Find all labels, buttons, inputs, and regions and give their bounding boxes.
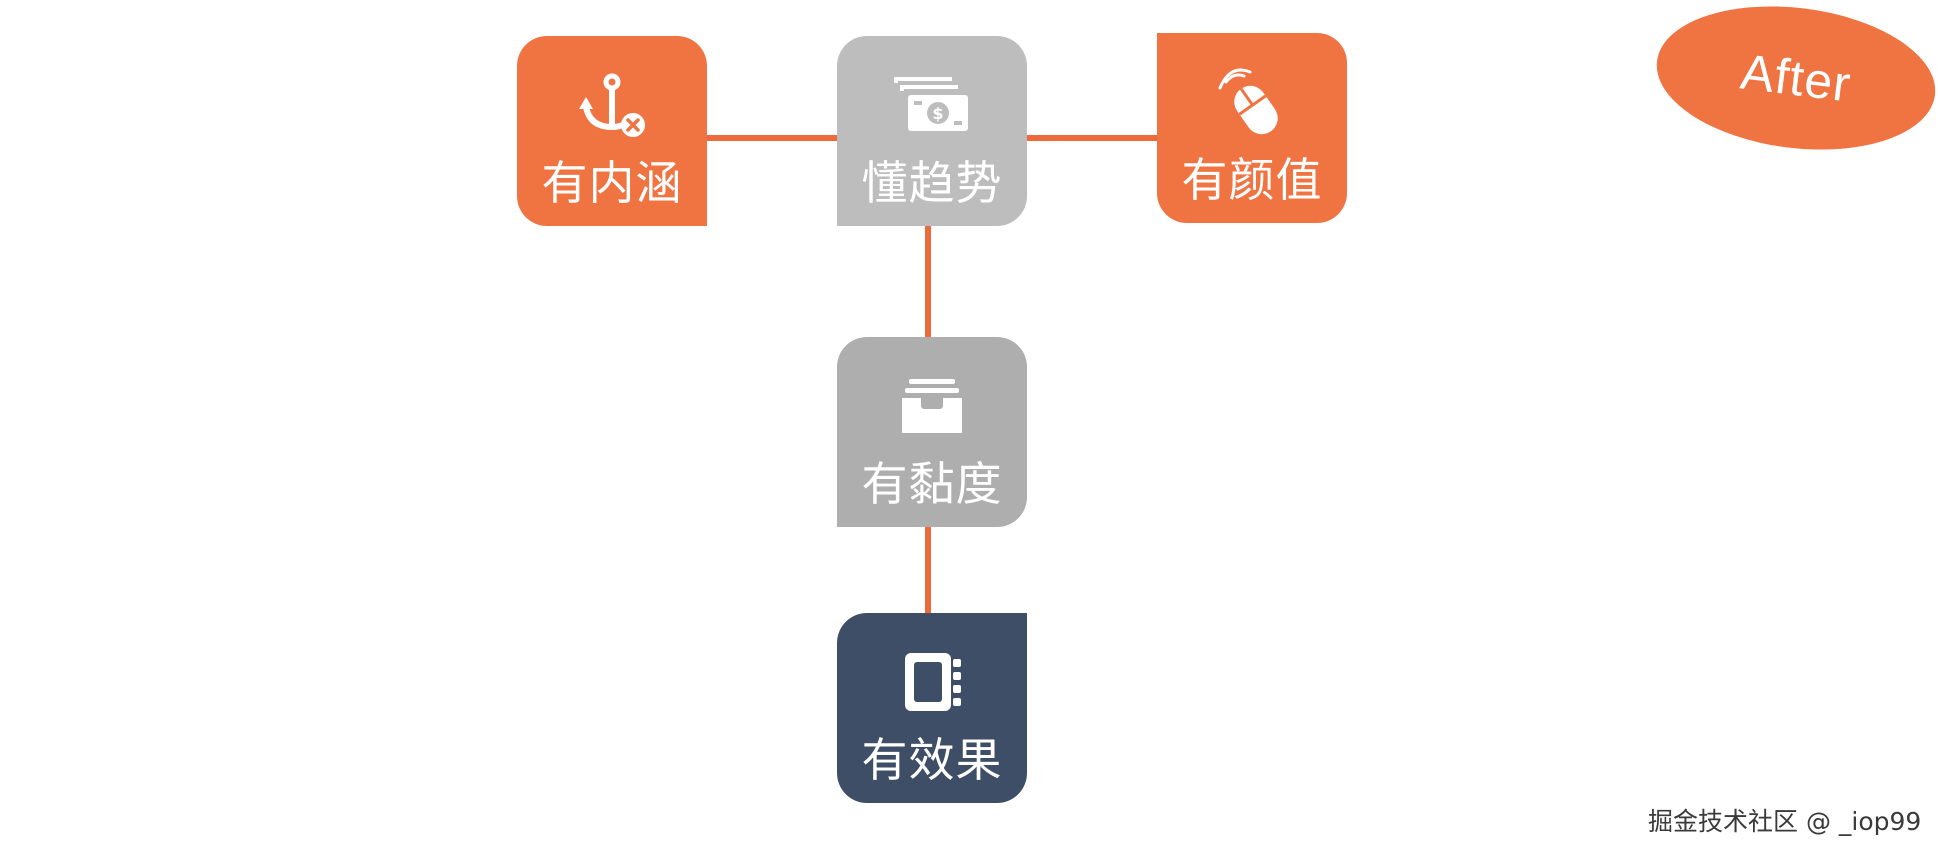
node-label-niandu: 有黏度 [861,457,1003,511]
node-niandu: 有黏度 [837,337,1027,527]
notebook-icon [893,643,971,721]
node-label-neihan: 有内涵 [541,156,683,210]
connector-niandu-xiaoguo [925,525,931,617]
svg-text:$: $ [932,104,943,123]
mouse-icon [1213,63,1291,141]
money-cards-icon: $ [893,66,971,144]
inbox-tray-icon [893,367,971,445]
connector-neihan-qushi [700,135,840,141]
node-label-qushi: 懂趋势 [861,156,1003,210]
anchor-x-icon [573,66,651,144]
after-badge-text: After [1737,43,1855,113]
after-badge: After [1648,0,1938,165]
node-label-xiaoguo: 有效果 [861,733,1003,787]
node-neihan: 有内涵 [517,36,707,226]
connector-qushi-niandu [925,225,931,340]
watermark: 掘金技术社区 @ _iop99 [1648,807,1922,836]
node-xiaoguo: 有效果 [837,613,1027,803]
connector-qushi-yanzhi [1025,135,1160,141]
node-yanzhi: 有颜值 [1157,33,1347,223]
node-qushi: $ 懂趋势 [837,36,1027,226]
node-label-yanzhi: 有颜值 [1181,153,1323,207]
